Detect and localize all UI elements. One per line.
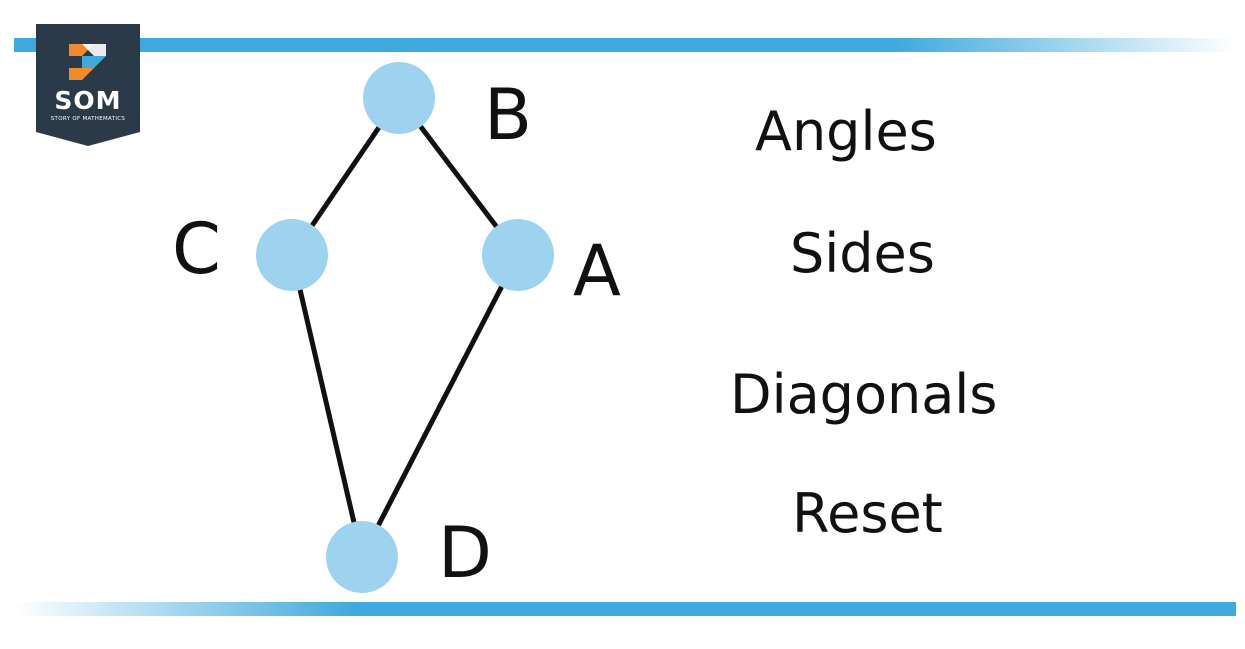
vertex-c[interactable]	[256, 219, 328, 291]
logo-mark-white	[82, 44, 106, 56]
reset-button[interactable]: Reset	[792, 482, 943, 545]
som-logo: SOM STORY OF MATHEMATICS	[36, 24, 140, 146]
top-accent-bar	[14, 38, 1236, 52]
bottom-accent-bar	[14, 602, 1236, 616]
vertex-d[interactable]	[326, 521, 398, 593]
graph-vertices	[256, 62, 554, 593]
vertex-b[interactable]	[363, 62, 435, 134]
diagonals-button[interactable]: Diagonals	[730, 363, 998, 426]
graph-edges	[289, 96, 521, 559]
vertex-labels: B C A D	[172, 74, 621, 594]
vertex-label-c: C	[172, 208, 221, 290]
vertex-a[interactable]	[482, 219, 554, 291]
logo-mark-orange-lower	[69, 68, 94, 80]
vertex-label-a: A	[573, 230, 621, 312]
edge-c-d	[289, 254, 365, 558]
edge-a-d	[359, 253, 521, 559]
logo-tagline: STORY OF MATHEMATICS	[50, 116, 126, 122]
vertex-label-b: B	[484, 74, 532, 156]
sides-button[interactable]: Sides	[790, 222, 935, 285]
vertex-label-d: D	[438, 512, 492, 594]
logo-badge-shape	[36, 24, 140, 146]
logo-wordmark: SOM	[54, 86, 122, 115]
logo-mark-blue	[82, 56, 106, 68]
angles-button[interactable]: Angles	[755, 100, 937, 163]
